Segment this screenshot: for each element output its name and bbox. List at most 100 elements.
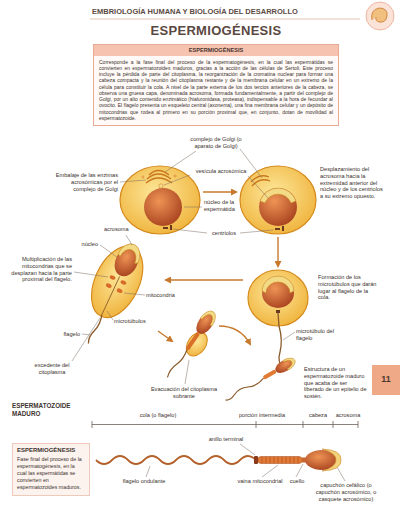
box-heading: ESPERMIOGÉNESIS (94, 45, 338, 56)
spermatid-mitochondria-stage (68, 235, 154, 352)
part-label: mitocondria (146, 292, 186, 299)
acrosome (262, 276, 294, 293)
leader-line (240, 444, 255, 455)
acrosome (200, 308, 219, 327)
spermatid-golgi-stage (120, 166, 200, 234)
leader-line (240, 230, 273, 233)
leader-lines (72, 149, 345, 481)
nucleus (144, 188, 182, 226)
step-note: Desplazamiento del acrosoma hacia la ext… (320, 166, 384, 200)
step-note: Formación de los microtúbulos que darán … (318, 274, 380, 301)
leader-line (296, 464, 303, 477)
page-tab (372, 365, 400, 395)
part-label: centriolos (208, 230, 240, 237)
logo-circle (366, 2, 394, 30)
part-label: anillo terminal (200, 436, 252, 443)
acrosome (283, 355, 298, 370)
part-label: acrosoma (332, 412, 364, 419)
step-note: Embalaje de las enzimas acrosómicas por … (50, 172, 118, 192)
mitochondrion (109, 274, 116, 280)
part-label: vesícula acrosómica (188, 168, 254, 175)
leader-line (173, 229, 207, 233)
flagellum (166, 349, 188, 379)
flagellum (87, 314, 103, 344)
acrosomal-cap (260, 188, 296, 203)
leader-line (262, 465, 278, 477)
mature-spermatozoon-small (223, 355, 298, 405)
vesicle (173, 174, 176, 177)
terminal-ring (254, 456, 258, 464)
parts-ruler (92, 421, 358, 428)
leader-line (164, 175, 190, 185)
acrosomal-vesicle (159, 184, 163, 188)
definition-box: ESPERMIOGÉNESISFase final del proceso de… (12, 443, 90, 496)
cytoplasm (120, 166, 200, 234)
microtubules (102, 276, 120, 314)
centriole (170, 225, 172, 230)
centriole (282, 226, 284, 231)
process-arrow (219, 326, 250, 344)
part-label: núcleo (70, 241, 98, 248)
part-label: vaina mitocondrial (236, 478, 284, 485)
header-rule (90, 19, 360, 20)
part-label: porción intermedia (230, 412, 294, 419)
page-number: 11 (372, 374, 400, 385)
centriole (163, 227, 168, 229)
mitochondrion (120, 279, 127, 285)
book-logo (366, 2, 394, 30)
part-label: microtúbulo del flagelo (296, 328, 342, 342)
leader-line (337, 467, 345, 481)
ruler-tick (92, 421, 93, 428)
leader-line (146, 466, 150, 477)
ruler-tick (358, 421, 359, 428)
part-label: cola (o flagelo) (110, 412, 206, 419)
mitochondrion (116, 288, 123, 294)
process-arrow (277, 237, 278, 266)
vesicle (142, 176, 145, 179)
definition-body: Fase final del proceso de la espermatogé… (13, 455, 89, 494)
leader-line (124, 293, 145, 295)
part-label: núcleo de la espermátida (204, 199, 238, 213)
intro-box: ESPERMIOGÉNESISCorresponde a la fase fin… (93, 44, 339, 126)
part-label: cabeza (304, 412, 332, 419)
part-label: flagelo ondulante (118, 478, 170, 485)
leader-line (126, 235, 132, 245)
mitochondrion (105, 283, 112, 289)
part-label: acrosoma (104, 226, 140, 233)
spermatid-flagellum-stage (248, 270, 308, 368)
part-label: capuchón cefálico (o capuchón acrosómico… (314, 482, 378, 502)
spermatid-cytoplasm-shedding (162, 308, 225, 386)
leader-line (120, 180, 146, 182)
centriole (276, 310, 280, 313)
centriole (275, 228, 280, 230)
flagellum (225, 376, 265, 401)
section-heading: ESPERMATOZOIDE MADURO (12, 402, 88, 417)
process-arrow (158, 331, 172, 341)
residual-cytoplasm (182, 328, 212, 360)
running-header: EMBRIOLOGÍA HUMANA Y BIOLOGÍA DEL DESARR… (92, 7, 364, 16)
acrosome (117, 240, 144, 265)
cytoplasm (81, 238, 153, 325)
ruler-tick (256, 421, 257, 428)
mature-spermatozoon (96, 449, 341, 471)
leader-line (283, 332, 295, 340)
part-label: cuello (284, 478, 310, 485)
leader-line (248, 176, 268, 198)
golgi-stack (146, 171, 172, 184)
midpiece (185, 332, 200, 351)
step-note: Multiplicación de las mitocondrias que s… (10, 256, 72, 283)
part-label: complejo de Golgi (o aparato de Golgi) (186, 136, 246, 150)
leader-line (185, 360, 189, 384)
mitochondrial-sheath (258, 457, 302, 464)
midpiece (263, 369, 277, 379)
box-body: Corresponde a la fase final del proceso … (94, 56, 338, 126)
flagellum (278, 313, 283, 368)
step-note: Evacuación del citoplasma sobrante (150, 386, 218, 400)
leader-line (74, 272, 108, 277)
leader-line (184, 207, 202, 208)
process-arrow (203, 191, 236, 192)
undulating-flagellum (96, 456, 256, 464)
page-title: ESPERMIOGÉNESIS (93, 24, 339, 38)
nucleus (259, 188, 297, 226)
